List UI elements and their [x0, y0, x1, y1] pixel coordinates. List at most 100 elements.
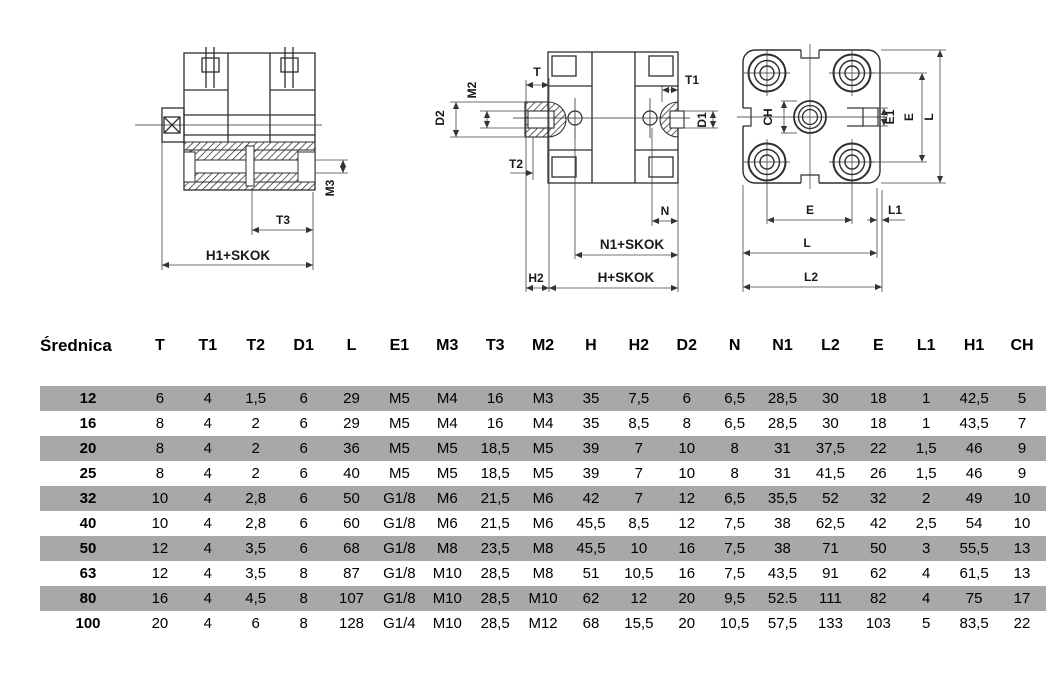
- table-cell: 28,5: [480, 565, 510, 582]
- dim-label-n: N: [661, 204, 670, 218]
- table-cell: M10: [528, 590, 558, 607]
- dimension-lines: [742, 49, 946, 292]
- table-cell: 12: [630, 590, 648, 607]
- table-cell: 62,5: [815, 515, 846, 532]
- table-cell: 4: [203, 490, 212, 507]
- table-cell: 75: [965, 590, 983, 607]
- table-cell: 4: [203, 415, 212, 432]
- table-cell: 18: [869, 415, 887, 432]
- table-cell: M5: [436, 440, 458, 457]
- table-cell: 41,5: [815, 465, 846, 482]
- row-header: 12: [79, 390, 97, 407]
- table-cell: 12: [151, 565, 169, 582]
- table-cell: 6: [299, 440, 308, 457]
- table-cell: M3: [532, 390, 554, 407]
- table-cell: 20: [678, 615, 696, 632]
- table-cell: 29: [343, 390, 360, 407]
- table-cell: 46: [965, 465, 983, 482]
- column-header: H: [585, 337, 597, 354]
- table-cell: M8: [436, 540, 458, 557]
- row-header: 25: [79, 465, 97, 482]
- row-header: 50: [79, 540, 97, 557]
- table-cell: 40: [343, 465, 360, 482]
- table-cell: 15,5: [624, 615, 654, 632]
- table-cell: 6: [299, 540, 308, 557]
- table-cell: G1/8: [383, 515, 416, 532]
- dim-label-ch: CH: [761, 108, 775, 125]
- column-header: CH: [1010, 337, 1034, 354]
- side-section-drawing: M3 T3 H1+SKOK: [135, 47, 348, 270]
- table-cell: 51: [582, 565, 600, 582]
- table-cell: 7,5: [724, 515, 746, 532]
- column-header: N1: [772, 337, 793, 354]
- column-header: T: [155, 337, 165, 354]
- column-header: Średnica: [40, 336, 112, 355]
- table-cell: 38: [774, 540, 791, 557]
- table-cell: 20: [151, 615, 169, 632]
- table-cell: 2,8: [245, 515, 267, 532]
- table-cell: 68: [582, 615, 600, 632]
- table-cell: 35,5: [767, 490, 798, 507]
- table-cell: 42: [582, 490, 600, 507]
- table-cell: 6,5: [724, 415, 746, 432]
- table-cell: 22: [1013, 615, 1031, 632]
- table-cell: M5: [532, 440, 554, 457]
- table-cell: 49: [965, 490, 983, 507]
- column-header: M2: [531, 337, 555, 354]
- table-cell: 10,5: [720, 615, 750, 632]
- table-cell: 2: [251, 415, 260, 432]
- table-cell: M10: [432, 615, 462, 632]
- table-cell: 16: [678, 565, 696, 582]
- dim-label-l-bottom: L: [803, 236, 810, 250]
- dim-label-t1: T1: [685, 73, 699, 87]
- table-cell: 30: [822, 390, 839, 407]
- table-cell: 52.5: [767, 590, 798, 607]
- table-cell: 4,5: [245, 590, 267, 607]
- table-cell: 22: [869, 440, 887, 457]
- table-cell: 10: [151, 490, 169, 507]
- table-cell: 68: [343, 540, 360, 557]
- table-cell: 2: [251, 440, 260, 457]
- table-cell: 5: [1017, 390, 1027, 407]
- table-cell: 10: [678, 440, 696, 457]
- header-gap: [40, 360, 1046, 386]
- table-cell: 62: [869, 565, 887, 582]
- row-header: 16: [79, 415, 97, 432]
- table-cell: 42: [869, 515, 887, 532]
- table-cell: 9: [1017, 465, 1027, 482]
- dim-label-d2: D2: [433, 110, 447, 126]
- table-cell: M6: [532, 515, 554, 532]
- table-cell: 6: [299, 490, 308, 507]
- table-cell: 38: [774, 515, 791, 532]
- cylinder-body-outline: [547, 51, 679, 184]
- dim-label-l-right: L: [922, 113, 936, 120]
- port-section-drawing: T T1 M2 D2 D1 T2 N N1+SKOK H2 H+SKOK: [433, 51, 718, 292]
- table-cell: 43,5: [959, 415, 989, 432]
- table-cell: 43,5: [767, 565, 798, 582]
- table-cell: 18,5: [480, 465, 510, 482]
- table-cell: 6,5: [724, 390, 746, 407]
- column-header: T2: [246, 337, 266, 354]
- table-cell: 6: [251, 615, 260, 632]
- table-cell: M4: [532, 415, 554, 432]
- dim-label-m2: M2: [465, 81, 479, 98]
- table-cell: G1/8: [383, 565, 416, 582]
- center-lines: [737, 44, 887, 189]
- table-cell: 103: [865, 615, 891, 632]
- table-cell: 8: [155, 440, 165, 457]
- table-cell: M5: [388, 415, 410, 432]
- dim-label-l1: L1: [888, 203, 902, 217]
- table-cell: 12: [678, 515, 696, 532]
- column-header: H1: [963, 337, 985, 354]
- table-cell: 28,5: [480, 615, 510, 632]
- table-cell: 82: [869, 590, 887, 607]
- table-cell: 10: [630, 540, 648, 557]
- table-cell: 10,5: [624, 565, 654, 582]
- table-cell: 9: [1017, 440, 1027, 457]
- row-header: 80: [79, 590, 97, 607]
- table-cell: M6: [532, 490, 554, 507]
